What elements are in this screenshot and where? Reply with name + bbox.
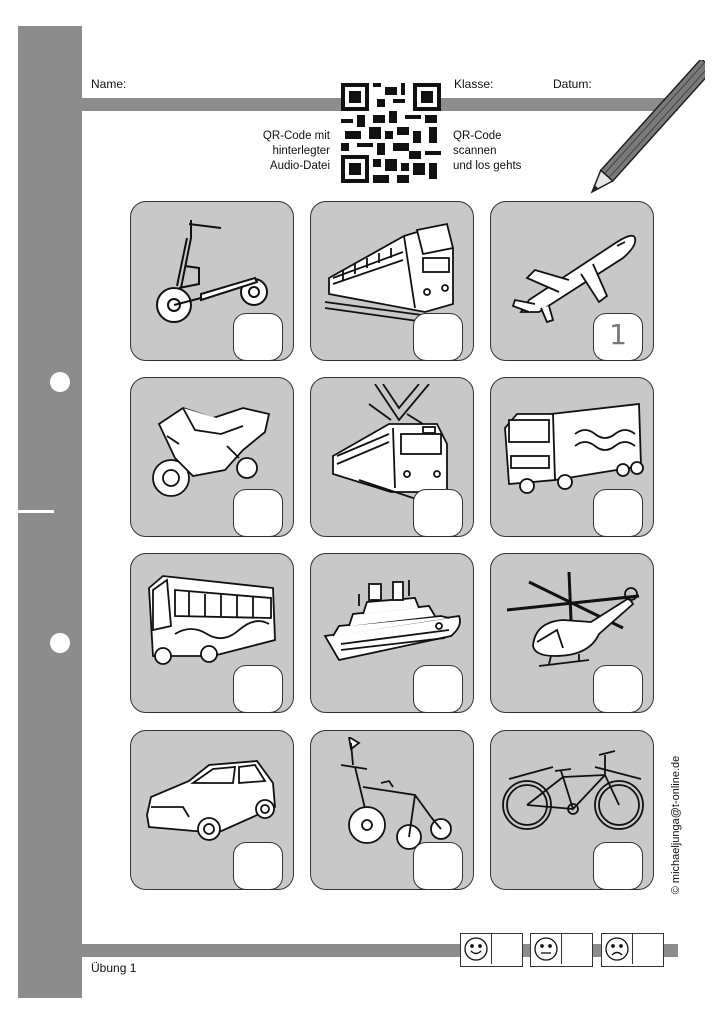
vehicle-card-train <box>310 201 474 361</box>
answer-box[interactable] <box>593 665 643 713</box>
answer-box[interactable] <box>413 489 463 537</box>
answer-box[interactable]: 1 <box>593 313 643 361</box>
vehicle-card-bus <box>130 553 294 713</box>
rating-box[interactable] <box>633 934 663 964</box>
vehicle-card-airplane: 1 <box>490 201 654 361</box>
train-icon <box>324 222 460 325</box>
footer-bar <box>82 944 678 957</box>
rating-box[interactable] <box>492 934 522 964</box>
answer-box[interactable] <box>593 842 643 890</box>
vehicle-card-helicopter <box>490 553 654 713</box>
rating-happy[interactable] <box>460 933 523 967</box>
qr-code-icon[interactable] <box>341 83 441 183</box>
sad-face-icon[interactable] <box>602 934 633 964</box>
car-icon <box>146 760 276 841</box>
truck-icon <box>504 402 644 494</box>
vehicle-card-truck <box>490 377 654 537</box>
date-label: Datum: <box>553 77 592 91</box>
answer-box[interactable] <box>413 313 463 361</box>
answer-box[interactable] <box>413 665 463 713</box>
motorcycle-icon <box>152 407 271 497</box>
name-label: Name: <box>91 77 127 91</box>
vehicle-card-tram <box>310 377 474 537</box>
airplane-icon <box>511 234 637 324</box>
fold-mark <box>18 510 54 513</box>
punch-hole <box>50 372 70 392</box>
tricycle-icon <box>340 737 452 850</box>
copyright-text: © michaeljunga@t-online.de <box>670 755 682 895</box>
rating-sad[interactable] <box>601 933 664 967</box>
helicopter-icon <box>506 571 640 667</box>
rating-box[interactable] <box>562 934 592 964</box>
bicycle-icon <box>502 750 644 830</box>
answer-box[interactable] <box>233 313 283 361</box>
qr-right-text: QR-Code scannen und los gehts <box>453 130 522 172</box>
exercise-label: Übung 1 <box>91 961 137 975</box>
ship-icon <box>323 580 461 662</box>
vehicle-card-car <box>130 730 294 890</box>
answer-box[interactable] <box>233 489 283 537</box>
vehicle-card-ship <box>310 553 474 713</box>
answer-box[interactable] <box>413 842 463 890</box>
bus-icon <box>148 575 276 665</box>
vehicle-card-bicycle <box>490 730 654 890</box>
answer-box[interactable] <box>233 842 283 890</box>
neutral-face-icon[interactable] <box>531 934 562 964</box>
punch-hole <box>50 633 70 653</box>
vehicle-card-tricycle <box>310 730 474 890</box>
class-label: Klasse: <box>454 77 494 91</box>
vehicle-card-motorcycle <box>130 377 294 537</box>
answer-box[interactable] <box>593 489 643 537</box>
answer-box[interactable] <box>233 665 283 713</box>
pencil-icon <box>590 60 705 194</box>
qr-left-text: QR-Code mit hinterlegter Audio-Datei <box>262 130 330 172</box>
vehicle-card-scooter <box>130 201 294 361</box>
happy-face-icon[interactable] <box>461 934 492 964</box>
rating-neutral[interactable] <box>530 933 593 967</box>
tram-icon <box>332 384 448 502</box>
scooter-icon <box>156 220 268 323</box>
